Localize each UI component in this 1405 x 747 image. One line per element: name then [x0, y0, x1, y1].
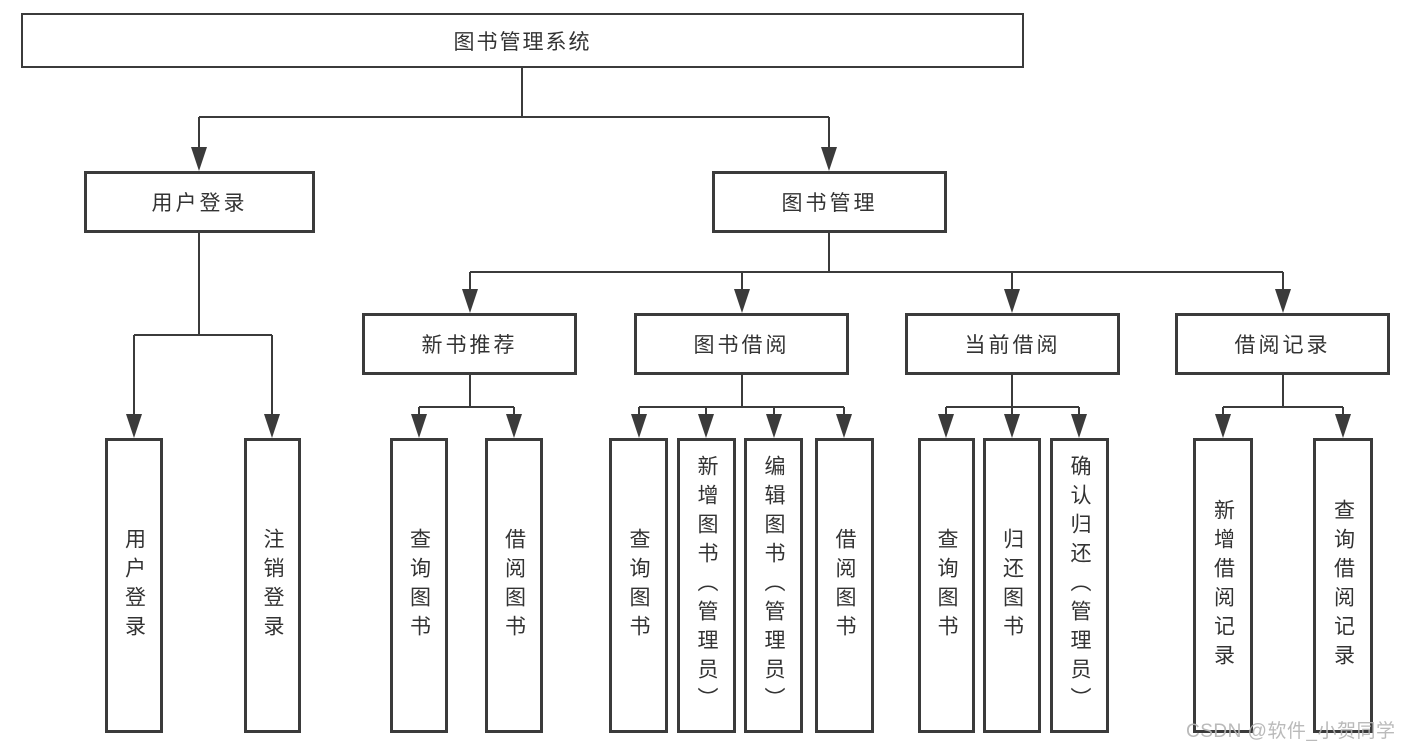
- node-label: 新书推荐: [421, 334, 518, 357]
- node-book-borrow: 图书借阅: [634, 313, 849, 375]
- connector-borrow-records-to-leaves: [1215, 375, 1351, 438]
- leaf-confirm-return-admin: 确认归还（管理员）: [1050, 438, 1109, 733]
- node-label: 查询图书: [935, 527, 958, 644]
- node-label: 图书管理: [781, 192, 878, 215]
- leaf-user-login: 用户登录: [105, 438, 163, 733]
- leaf-query-books-borrow: 查询图书: [609, 438, 668, 733]
- node-label: 注销登录: [261, 527, 284, 644]
- node-label: 查询图书: [627, 527, 650, 644]
- node-root-system: 图书管理系统: [21, 13, 1024, 68]
- connector-user-login-to-leaves: [126, 233, 280, 438]
- node-label: 借阅记录: [1234, 334, 1331, 357]
- node-book-management: 图书管理: [712, 171, 947, 233]
- node-label: 图书管理系统: [453, 30, 592, 54]
- leaf-query-books-current: 查询图书: [918, 438, 975, 733]
- node-current-borrow: 当前借阅: [905, 313, 1120, 375]
- node-label: 当前借阅: [964, 334, 1061, 357]
- leaf-add-borrow-record: 新增借阅记录: [1193, 438, 1253, 733]
- leaf-add-book-admin: 新增图书（管理员）: [677, 438, 736, 733]
- node-label: 确认归还（管理员）: [1068, 455, 1091, 716]
- connector-root-to-level2: [191, 68, 837, 171]
- node-label: 借阅图书: [502, 527, 526, 644]
- leaf-logout: 注销登录: [244, 438, 301, 733]
- connector-current-borrow-to-leaves: [938, 375, 1087, 438]
- leaf-borrow-books-newbook: 借阅图书: [485, 438, 543, 733]
- node-label: 用户登录: [122, 527, 146, 644]
- node-label: 查询图书: [407, 527, 431, 644]
- node-label: 归还图书: [1000, 527, 1024, 644]
- connector-new-book-to-leaves: [411, 375, 522, 438]
- node-new-book-recommend: 新书推荐: [362, 313, 577, 375]
- node-user-login: 用户登录: [84, 171, 315, 233]
- node-label: 图书借阅: [693, 334, 790, 357]
- node-label: 编辑图书（管理员）: [762, 455, 785, 716]
- node-borrow-records: 借阅记录: [1175, 313, 1390, 375]
- connector-book-management-to-level3: [462, 233, 1291, 313]
- connector-book-borrow-to-leaves: [631, 375, 852, 438]
- csdn-watermark: CSDN @软件_小贺同学: [1186, 721, 1396, 742]
- leaf-query-borrow-record: 查询借阅记录: [1313, 438, 1373, 733]
- node-label: 用户登录: [151, 192, 248, 215]
- node-label: 查询借阅记录: [1331, 498, 1355, 673]
- leaf-borrow-books-borrow: 借阅图书: [815, 438, 874, 733]
- node-label: 新增借阅记录: [1211, 498, 1235, 673]
- node-label: 新增图书（管理员）: [695, 455, 718, 716]
- leaf-edit-book-admin: 编辑图书（管理员）: [744, 438, 803, 733]
- leaf-query-books-newbook: 查询图书: [390, 438, 448, 733]
- leaf-return-books: 归还图书: [983, 438, 1041, 733]
- node-label: 借阅图书: [833, 527, 856, 644]
